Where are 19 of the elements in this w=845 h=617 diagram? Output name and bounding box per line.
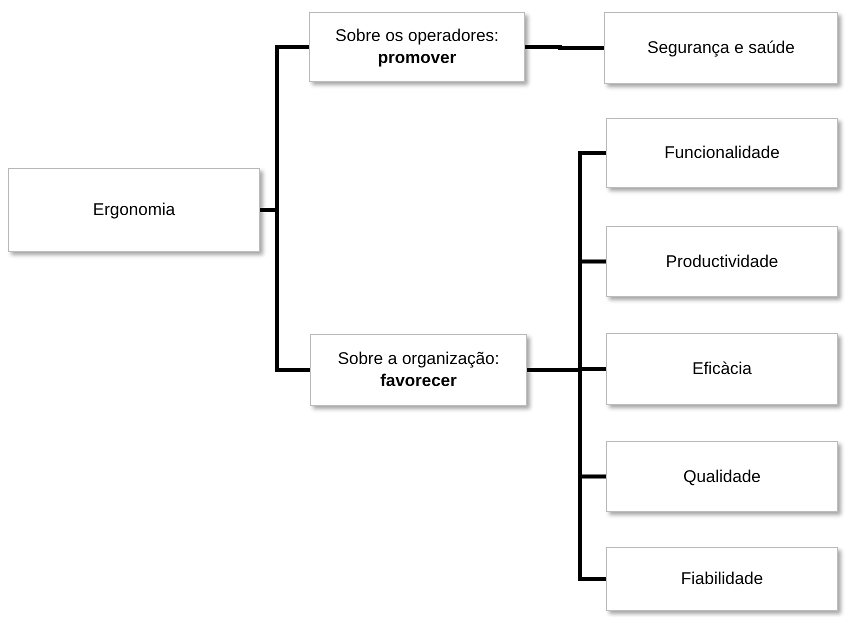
process-box bbox=[309, 12, 525, 82]
box-label: Qualidade bbox=[683, 466, 761, 488]
box-label: Sobre os operadores: promover bbox=[335, 25, 499, 69]
process-box bbox=[606, 118, 838, 188]
process-box bbox=[310, 334, 527, 406]
process-box bbox=[606, 226, 838, 297]
box-label: Funcionalidade bbox=[664, 142, 780, 164]
box-label: Segurança e saúde bbox=[647, 37, 795, 59]
box-label: Fiabilidade bbox=[680, 568, 764, 590]
connector-line bbox=[525, 45, 604, 50]
box-label: Eficàcia bbox=[692, 358, 752, 380]
process-box bbox=[606, 333, 838, 405]
box-label: Ergonomia bbox=[92, 199, 176, 221]
process-box bbox=[606, 547, 838, 611]
process-box bbox=[8, 168, 260, 252]
box-label: Sobre a organização: favorecer bbox=[338, 348, 500, 392]
process-box bbox=[606, 441, 838, 512]
box-label: Productividade bbox=[666, 250, 778, 272]
process-box bbox=[604, 12, 838, 84]
